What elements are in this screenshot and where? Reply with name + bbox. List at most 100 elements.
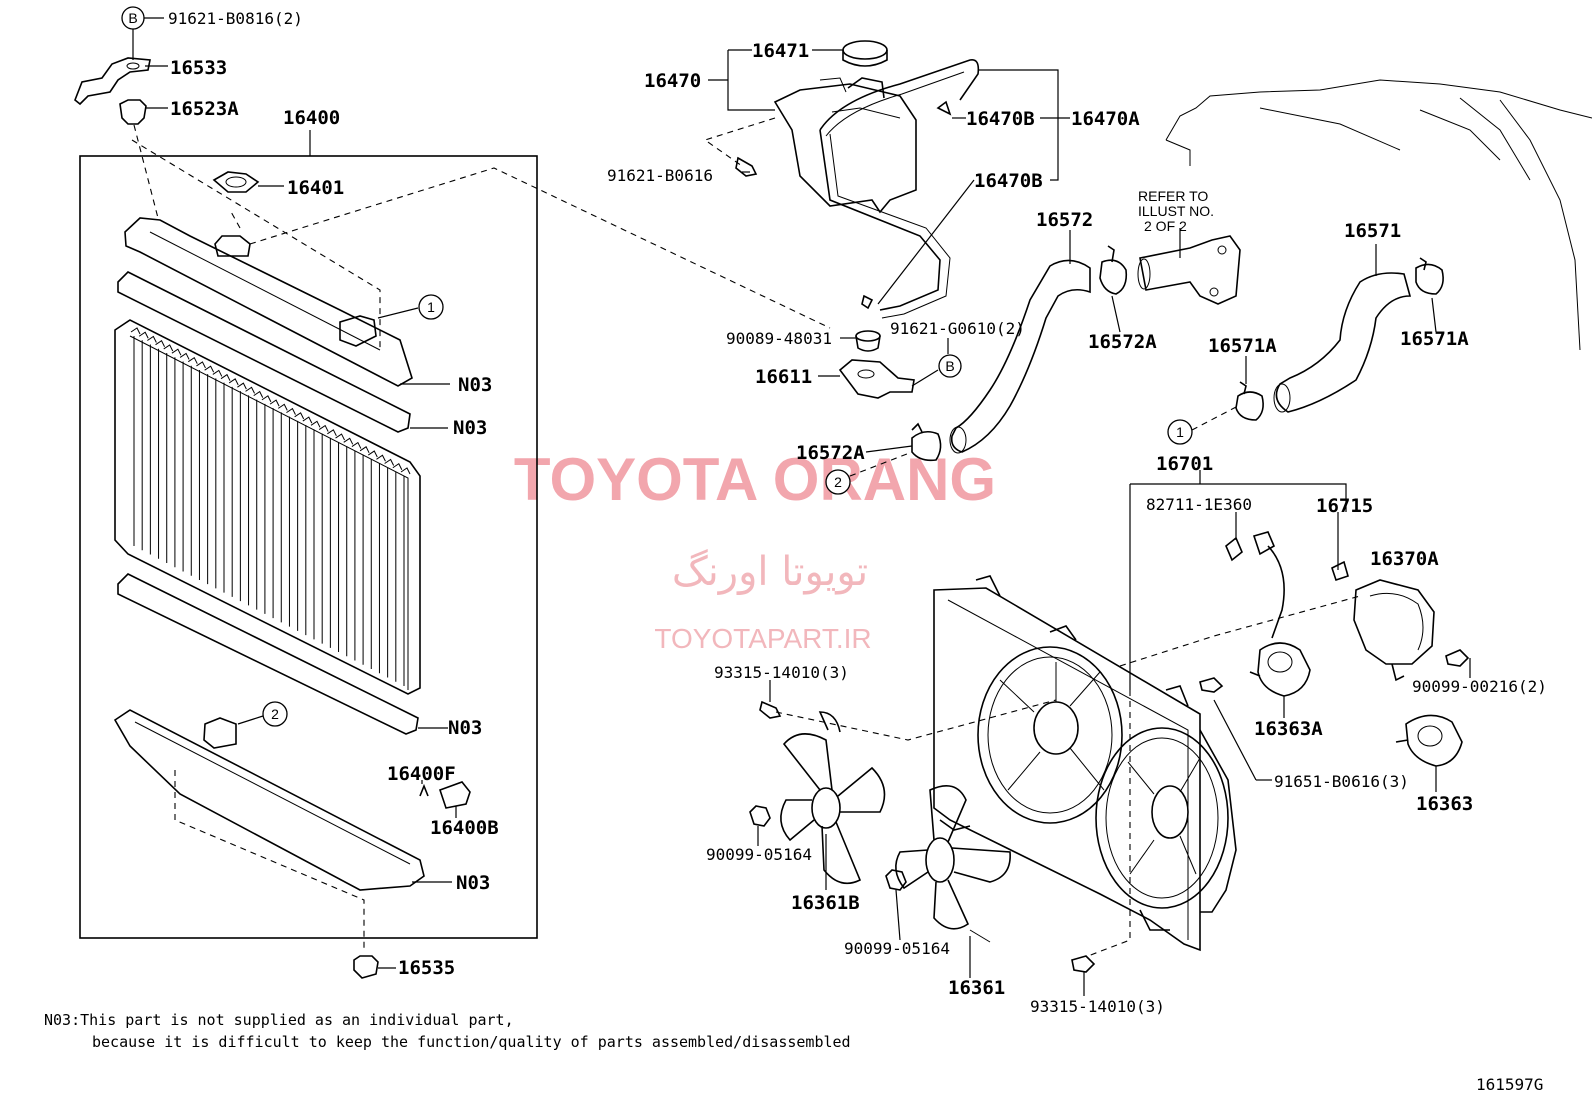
watermark-url: TOYOTAPART.IR: [654, 623, 871, 654]
callout-1b-text: 1: [1176, 424, 1184, 440]
core-fin-cap: [155, 339, 165, 347]
core-fin-cap: [237, 382, 247, 390]
core-fin-cap: [327, 429, 337, 437]
engine-outline-drawing: [1165, 79, 1592, 351]
callout-b-text: B: [128, 10, 137, 26]
label-91621-g0610: 91621-G0610(2): [890, 319, 1025, 338]
core-fin-cap: [253, 390, 264, 398]
core-fin-cap: [138, 331, 149, 339]
diagram-id: 161597G: [1476, 1075, 1543, 1094]
label-16400f: 16400F: [387, 763, 456, 785]
label-16572a-lower: 16572A: [796, 442, 865, 464]
callout-b-top: B: [121, 6, 164, 60]
watermark-brand-fa: تویوتا اورنگ: [672, 549, 868, 595]
label-93315-14010-lower: 93315-14010(3): [1030, 997, 1165, 1016]
bushing-16523a-drawing: [119, 99, 147, 125]
callout-1-text: 1: [427, 299, 435, 315]
label-16400: 16400: [283, 107, 340, 129]
upper-tank-drawing: [124, 217, 413, 387]
label-16470b-upper: 16470B: [966, 108, 1035, 130]
drain-cock-16400b-drawing: [419, 781, 471, 809]
clamp-16571a-lower-drawing: [1235, 381, 1264, 421]
reservoir-tank-16470-drawing: [773, 77, 917, 214]
label-91651-b0616: 91651-B0616(3): [1274, 772, 1409, 791]
refer-line-2: ILLUST NO.: [1138, 203, 1214, 219]
bracket-16533-drawing: [74, 57, 151, 106]
label-16363: 16363: [1416, 793, 1473, 815]
bolt-91621-b0616-drawing: [735, 156, 758, 177]
core-fin-cap: [294, 412, 305, 420]
bolt-93315-14010-upper-drawing: [759, 700, 782, 719]
lower-hose-16571-drawing: [1273, 272, 1412, 413]
grommet-90089-48031-drawing: [855, 330, 881, 352]
label-91621-b0616: 91621-B0616: [607, 166, 713, 185]
core-fin-cap: [187, 356, 198, 364]
tank-gasket-lower: [117, 573, 419, 735]
refer-note: REFER TO ILLUST NO. 2 OF 2: [1138, 188, 1214, 234]
label-90099-05164-b: 90099-05164: [844, 939, 950, 958]
label-16370a: 16370A: [1370, 548, 1439, 570]
core-fin-cap: [147, 335, 157, 343]
label-16715: 16715: [1316, 495, 1373, 517]
core-fin-cap: [163, 344, 174, 352]
bracket-16611-drawing: [838, 359, 915, 399]
core-fin-cap: [171, 348, 182, 356]
core-fin-cap: [245, 386, 255, 394]
core-fin-cap: [392, 463, 403, 470]
callout-1-hose: 1: [1167, 405, 1239, 445]
core-fin-cap: [286, 407, 296, 415]
fan-16361-drawing: [895, 784, 1011, 943]
core-fin-cap: [204, 365, 215, 373]
core-fin-cap: [228, 378, 239, 386]
core-fin-cap: [196, 361, 206, 369]
core-fin-cap: [302, 416, 313, 424]
lower-tank-drawing: [113, 709, 425, 891]
clamp-16572a-lower-drawing: [911, 422, 942, 462]
label-16361: 16361: [948, 977, 1005, 999]
tank-gasket-upper: [117, 271, 411, 433]
label-93315-14010-upper: 93315-14010(3): [714, 663, 849, 682]
callout-2-hose: 2: [825, 451, 913, 495]
core-fin-cap: [351, 441, 362, 449]
core-fin-cap: [400, 467, 411, 475]
callout-1-radiator: 1: [377, 294, 444, 320]
label-16401: 16401: [287, 177, 344, 199]
clamp-16470b-drawing: [861, 100, 952, 310]
core-fin-cap: [261, 395, 272, 403]
core-fin-cap: [310, 420, 321, 428]
footer-note: N03:This part is not supplied as an indi…: [44, 1011, 851, 1051]
label-n03-lower-tank: N03: [456, 872, 490, 894]
callout-b-bracket: B: [911, 354, 962, 387]
label-16571: 16571: [1344, 220, 1401, 242]
label-90099-00216: 90099-00216(2): [1412, 677, 1547, 696]
note-line-2: because it is difficult to keep the func…: [92, 1033, 851, 1051]
fan-16361b-drawing: [780, 711, 886, 885]
callout-2b-text: 2: [834, 474, 842, 490]
nut-90099-05164-b-drawing: [885, 869, 907, 891]
core-fin-cap: [269, 399, 280, 407]
core-fin-cap: [376, 454, 386, 462]
bolt-93315-14010-lower-drawing: [1071, 955, 1096, 973]
label-16701: 16701: [1156, 453, 1213, 475]
core-fin-cap: [277, 403, 288, 411]
callout-b2-text: B: [945, 358, 954, 374]
label-82711-1e360: 82711-1E360: [1146, 495, 1252, 514]
core-fin-cap: [359, 446, 370, 454]
label-91621-b0816: 91621-B0816(2): [168, 9, 303, 28]
label-16572: 16572: [1036, 209, 1093, 231]
label-16572a-upper: 16572A: [1088, 331, 1157, 353]
label-n03-upper-tank: N03: [458, 374, 492, 396]
water-outlet-drawing: [1137, 235, 1241, 305]
label-n03-lower-gasket: N03: [448, 717, 482, 739]
gasket-16401-drawing: [212, 171, 260, 193]
callout-2-text: 2: [271, 706, 279, 722]
label-16571a-lower: 16571A: [1208, 335, 1277, 357]
shroud-16370a-drawing: [1353, 579, 1435, 682]
motor-16363a-drawing: [1249, 642, 1311, 697]
label-16533: 16533: [170, 57, 227, 79]
core-fin-cap: [343, 437, 354, 445]
bushing-16535-drawing: [353, 955, 379, 979]
core-fin-cap: [318, 424, 329, 432]
